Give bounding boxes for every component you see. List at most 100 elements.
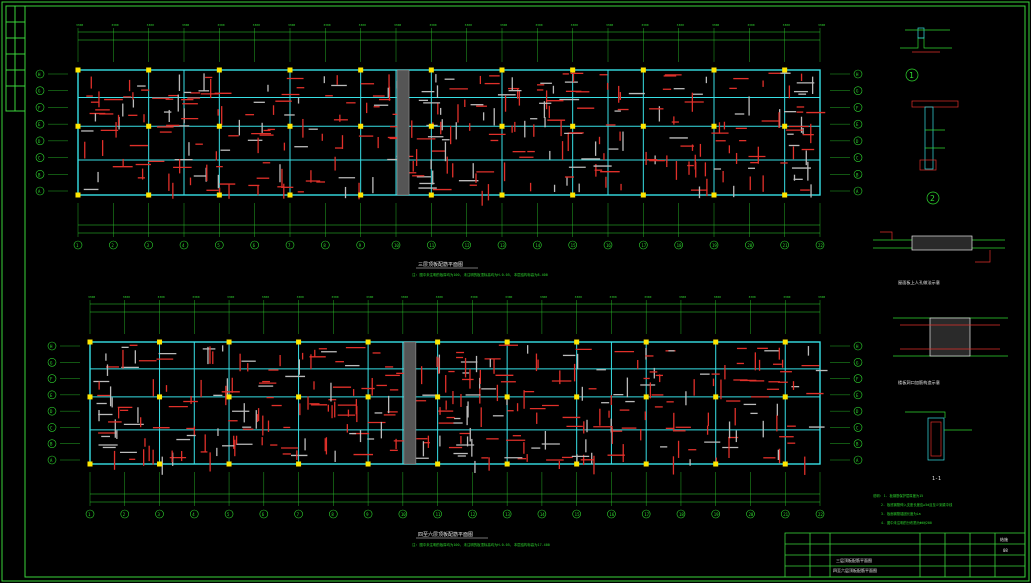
axis-bubble <box>356 240 365 250</box>
axis-label: G <box>50 360 53 365</box>
detail-section-title: 1-1 <box>932 476 941 482</box>
dimension-label: 3300 <box>297 295 304 299</box>
plan-top: 1330023300333004330053300633007330083300… <box>35 23 863 250</box>
axis-label: E <box>38 122 41 127</box>
column <box>365 461 371 467</box>
axis-label: 16 <box>609 512 614 517</box>
column <box>711 123 717 129</box>
detail-2 <box>911 100 959 205</box>
dimension-label: 3300 <box>76 23 83 27</box>
column <box>782 394 788 400</box>
axis-bubble <box>853 153 863 162</box>
axis-bubble <box>47 341 57 351</box>
column <box>713 394 719 400</box>
axis-bubble <box>155 509 164 519</box>
axis-bubble <box>35 86 45 96</box>
axis-bubble <box>144 240 153 250</box>
axis-label: 10 <box>394 243 399 248</box>
dimension-label: 3300 <box>575 295 582 299</box>
axis-bubble <box>285 240 295 250</box>
axis-label: C <box>50 425 53 430</box>
axis-label: F <box>50 377 53 382</box>
axis-bubble <box>815 240 825 250</box>
inner-frame <box>24 5 1026 578</box>
dimension-label: 3300 <box>111 23 118 27</box>
axis-bubble <box>502 509 512 519</box>
axis-bubble <box>35 153 45 162</box>
column <box>296 339 302 345</box>
axis-label: 18 <box>679 512 684 517</box>
column <box>287 123 293 129</box>
axis-label: 20 <box>748 512 753 517</box>
dimension-label: 3300 <box>192 295 199 299</box>
axis-bubble <box>641 509 651 519</box>
dimension-label: 3300 <box>712 23 719 27</box>
axis-bubble <box>853 103 863 112</box>
column <box>75 123 81 129</box>
axis-label: 17 <box>641 243 646 248</box>
dimension-label: 3300 <box>818 295 825 299</box>
column <box>226 339 232 345</box>
detail-opening-title: 楼板洞口加筋构造示意 <box>898 379 940 386</box>
column <box>358 67 364 73</box>
axis-label: 3 <box>158 512 161 517</box>
axis-bubble <box>853 136 863 146</box>
detail-2-mark: 2 <box>930 194 935 203</box>
stair-shaft <box>396 69 410 196</box>
axis-label: 2 <box>123 512 126 517</box>
dimension-label: 3300 <box>227 295 234 299</box>
dimension-label: 3300 <box>470 295 477 299</box>
notes-line-3: 4. 图中未注明的分布筋为Φ6@200 <box>881 520 932 525</box>
axis-label: 6 <box>262 512 265 517</box>
axis-bubble <box>468 509 477 519</box>
axis-bubble <box>35 169 45 179</box>
dimension-label: 3300 <box>679 295 686 299</box>
axis-bubble <box>537 509 547 519</box>
column <box>287 192 293 198</box>
axis-label: C <box>38 156 41 161</box>
column <box>75 67 81 73</box>
axis-label: 7 <box>297 512 300 517</box>
axis-bubble <box>607 509 616 519</box>
axis-bubble <box>603 240 613 250</box>
column <box>499 67 505 73</box>
detail-opening <box>893 317 1008 357</box>
axis-label: A <box>50 458 53 463</box>
dimension-label: 3300 <box>331 295 338 299</box>
titleblock-sheet-no: 结施 <box>1000 536 1008 542</box>
axis-label: G <box>38 89 41 94</box>
axis-bubble <box>711 509 721 519</box>
column <box>574 461 580 467</box>
axis-bubble <box>674 240 683 250</box>
axis-label: 5 <box>217 243 220 248</box>
dimension-label: 3300 <box>394 23 401 27</box>
dimension-label: 3300 <box>262 295 269 299</box>
axis-label: H <box>856 72 859 77</box>
axis-bubble <box>853 86 863 96</box>
dimension-label: 3300 <box>535 23 542 27</box>
axis-label: 11 <box>429 243 434 248</box>
axis-bubble <box>189 509 199 519</box>
axis-bubble <box>47 455 57 465</box>
axis-label: E <box>50 393 53 398</box>
column <box>435 461 441 467</box>
axis-label: 11 <box>436 512 441 517</box>
axis-label: 21 <box>783 243 788 248</box>
outer-beam <box>89 341 821 465</box>
column <box>711 192 717 198</box>
column <box>640 123 646 129</box>
axis-bubble <box>47 439 57 449</box>
dimension-label: 3300 <box>606 23 613 27</box>
axis-bubble <box>853 423 863 432</box>
axis-bubble <box>179 240 189 250</box>
column <box>146 67 152 73</box>
axis-bubble <box>853 169 863 179</box>
axis-label: 14 <box>540 512 545 517</box>
axis-label: 15 <box>571 243 576 248</box>
axis-bubble <box>427 240 436 250</box>
axis-label: 5 <box>227 512 230 517</box>
axis-label: B <box>50 442 53 447</box>
notes-title: 说明: 1. 板钢筋保护层厚度为15 <box>873 493 923 498</box>
axis-label: 6 <box>253 243 256 248</box>
